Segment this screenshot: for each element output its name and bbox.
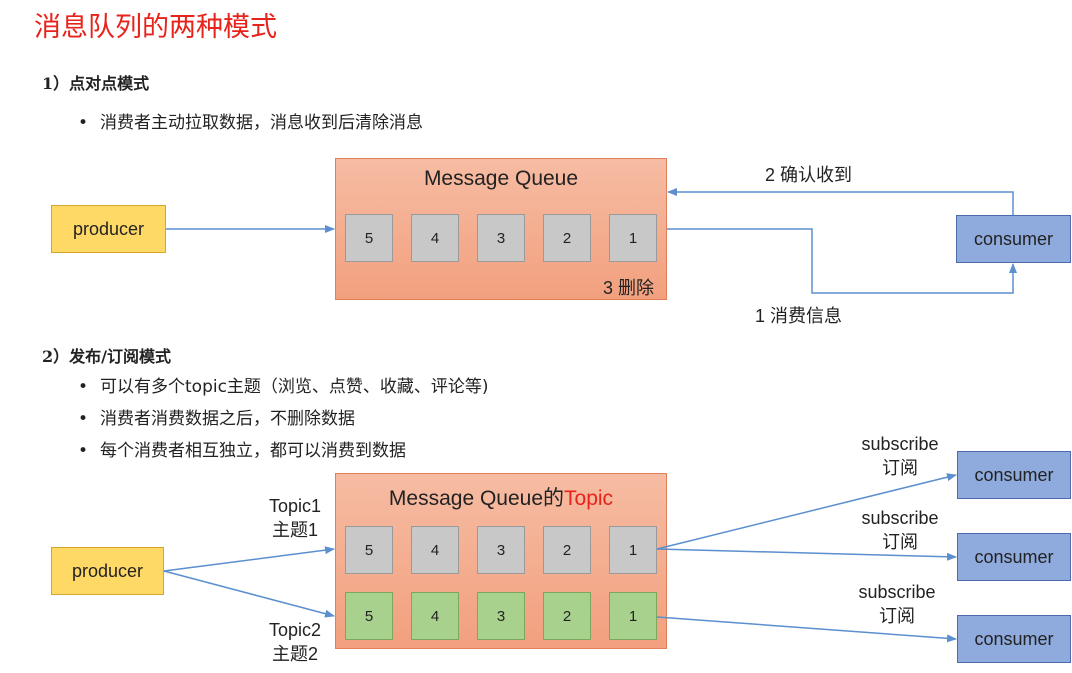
message-block: 2 [543,214,591,262]
page-title: 消息队列的两种模式 [34,12,277,43]
consumer-box-p2p: consumer [956,215,1071,263]
topic1-message-block: 1 [609,526,657,574]
consumer-box-3: consumer [957,615,1071,663]
producer-box-pubsub: producer [51,547,164,595]
queue-title-p2p: Message Queue [423,167,579,190]
p2p-bullet: •消费者主动拉取数据，消息收到后清除消息 [78,113,423,133]
topic1-message-block: 5 [345,526,393,574]
topic1-message-block: 4 [411,526,459,574]
topic2-message-block: 4 [411,592,459,640]
topic2-message-block: 3 [477,592,525,640]
message-block: 1 [609,214,657,262]
arrow-queue-to-consumer [667,228,1017,294]
arrow-topic2-to-consumer3 [656,616,957,643]
arrow-topic1-to-consumer2 [656,548,957,561]
message-block: 5 [345,214,393,262]
delete-label: 3 删除 [603,278,655,298]
message-block: 3 [477,214,525,262]
topic1-message-block: 2 [543,526,591,574]
queue-title-topic: Message Queue的Topic [388,487,614,510]
arrow-producer-to-topic2 [163,570,335,618]
topic2-message-block: 2 [543,592,591,640]
pubsub-bullet: •可以有多个topic主题（浏览、点赞、收藏、评论等) [78,377,489,397]
section-heading-pubsub: 2）发布/订阅模式 [42,347,171,366]
arrow-topic1-to-consumer1 [656,473,957,550]
arrow-consumer-ack [667,188,1014,215]
arrow-producer-to-topic1 [163,546,335,572]
pubsub-bullet: •每个消费者相互独立，都可以消费到数据 [78,441,406,461]
consume-label: 1 消费信息 [755,306,843,326]
producer-box-p2p: producer [51,205,166,253]
consumer-box-2: consumer [957,533,1071,581]
topic2-message-block: 1 [609,592,657,640]
ack-label: 2 确认收到 [765,165,853,185]
topic2-message-block: 5 [345,592,393,640]
pubsub-bullet: •消费者消费数据之后，不删除数据 [78,409,355,429]
section-heading-p2p: 1）点对点模式 [42,74,150,93]
message-block: 4 [411,214,459,262]
consumer-box-1: consumer [957,451,1071,499]
topic1-message-block: 3 [477,526,525,574]
